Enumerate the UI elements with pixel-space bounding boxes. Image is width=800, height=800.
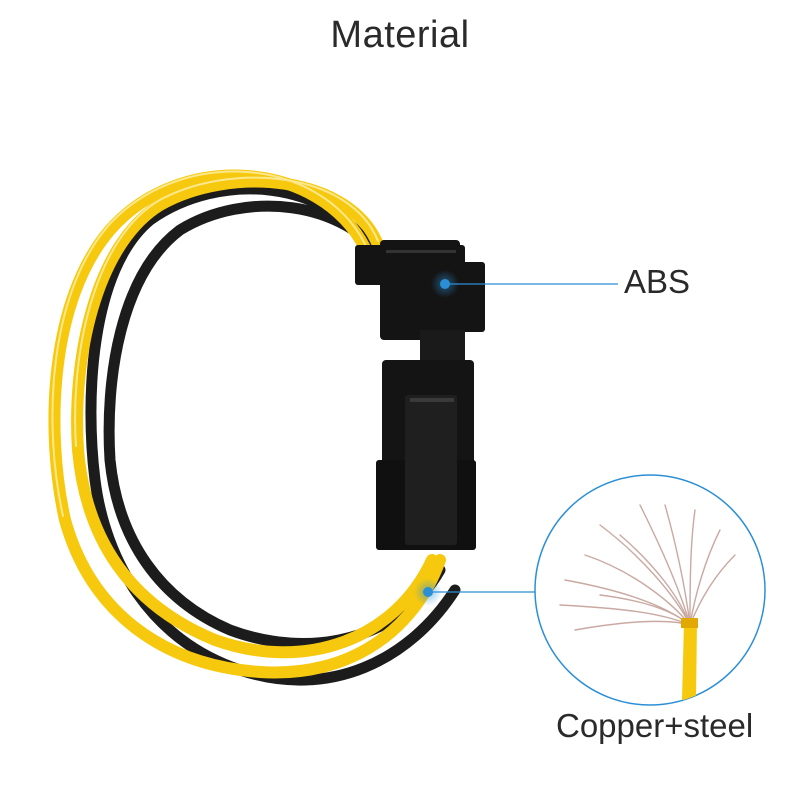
black-wire bbox=[85, 183, 461, 686]
abs-label: ABS bbox=[624, 263, 691, 300]
abs-callout bbox=[431, 270, 618, 298]
copper-steel-label: Copper+steel bbox=[556, 707, 754, 744]
yellow-wire bbox=[48, 169, 446, 679]
wire-callout bbox=[414, 578, 537, 606]
page-title: Material bbox=[330, 14, 470, 56]
wire-strand-zoom bbox=[534, 474, 766, 706]
connector bbox=[355, 240, 485, 550]
